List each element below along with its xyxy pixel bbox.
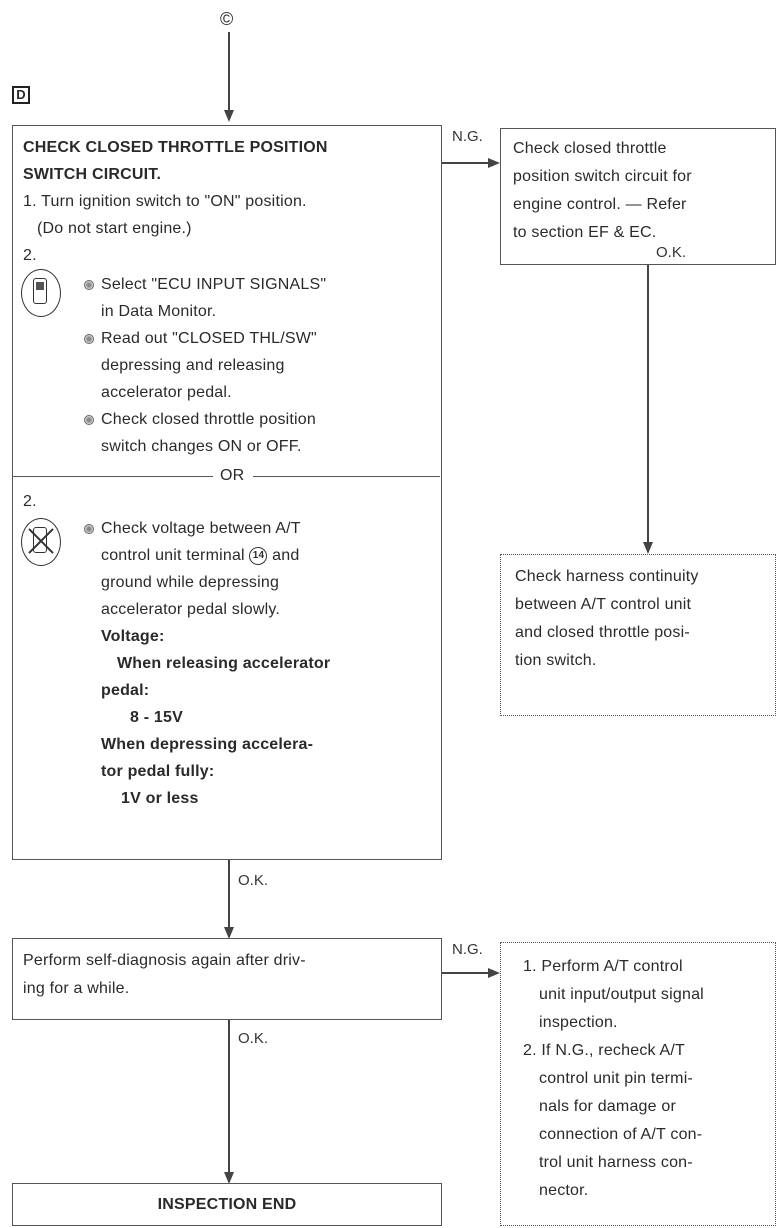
release-line2: pedal:	[101, 682, 150, 699]
section-label: D	[12, 86, 30, 104]
perform-line1: Perform self-diagnosis again after driv-	[23, 952, 306, 969]
ok-label-right: O.K.	[656, 244, 687, 261]
signal-inspection-box: 1. Perform A/T control unit input/output…	[500, 942, 776, 1226]
bullet-alt	[84, 524, 94, 534]
harness-line2: between A/T control unit	[515, 596, 692, 613]
release-line1: When releasing accelerator	[117, 655, 331, 672]
bullet3-line2: switch changes ON or OFF.	[101, 438, 302, 455]
depress-line2: tor pedal fully:	[101, 763, 215, 780]
harness-continuity-box: Check harness continuity between A/T con…	[500, 554, 776, 716]
perform-line2: ing for a while.	[23, 980, 130, 997]
alt-step-number: 2.	[23, 493, 37, 510]
alt-line3: ground while depressing	[101, 574, 280, 591]
arrow-down-icon	[224, 927, 234, 939]
refer-line1: Check closed throttle	[513, 140, 667, 157]
bullet2-line3: accelerator pedal.	[101, 384, 232, 401]
alt-line4: accelerator pedal slowly.	[101, 601, 281, 618]
alt-line2-and: and	[272, 547, 300, 564]
ok-line-right	[647, 265, 649, 545]
check-throttle-box: CHECK CLOSED THROTTLE POSITION SWITCH CI…	[12, 125, 442, 860]
depress-value: 1V or less	[121, 790, 199, 807]
alt-line1: Check voltage between A/T	[101, 520, 301, 537]
arrow-down-icon	[643, 542, 653, 554]
inspect-line4: 2. If N.G., recheck A/T	[523, 1042, 685, 1059]
inspect-line6: nals for damage or	[539, 1098, 677, 1115]
harness-line3: and closed throttle posi-	[515, 624, 690, 641]
refer-line3: engine control. — Refer	[513, 196, 687, 213]
or-label: OR	[220, 467, 245, 484]
bullet-3	[84, 415, 94, 425]
alt-line2-text: control unit terminal	[101, 547, 245, 564]
bullet1-line2: in Data Monitor.	[101, 303, 217, 320]
release-value: 8 - 15V	[130, 709, 183, 726]
step1-line1: 1. Turn ignition switch to "ON" position…	[23, 193, 307, 210]
arrow-right-icon	[488, 968, 500, 978]
inspect-line3: inspection.	[539, 1014, 618, 1031]
terminal-14-badge: 14	[249, 546, 268, 565]
depress-line1: When depressing accelera-	[101, 736, 314, 753]
alt-line2: control unit terminal 14 and	[101, 542, 299, 569]
or-divider-right	[253, 476, 440, 477]
check-title-1: CHECK CLOSED THROTTLE POSITION	[23, 139, 328, 156]
ok-line-mid	[228, 860, 230, 930]
arrow-down-icon	[224, 110, 234, 122]
inspect-line1: 1. Perform A/T control	[523, 958, 683, 975]
ng-label-2: N.G.	[452, 941, 483, 958]
inspection-end-box: INSPECTION END	[12, 1183, 442, 1226]
inspect-line7: connection of A/T con-	[539, 1126, 703, 1143]
bullet1-line1: Select "ECU INPUT SIGNALS"	[101, 276, 327, 293]
step2-number: 2.	[23, 247, 37, 264]
ng-line-1	[442, 162, 490, 164]
bullet3-line1: Check closed throttle position	[101, 411, 316, 428]
inspect-line9: nector.	[539, 1182, 589, 1199]
ng-line-2	[442, 972, 490, 974]
voltage-heading: Voltage:	[101, 628, 165, 645]
bullet-2	[84, 334, 94, 344]
harness-line1: Check harness continuity	[515, 568, 699, 585]
inspect-line5: control unit pin termi-	[539, 1070, 693, 1087]
inspection-end-label: INSPECTION END	[157, 1196, 297, 1213]
inspect-line8: trol unit harness con-	[539, 1154, 693, 1171]
no-tester-icon	[21, 518, 61, 566]
arrow-right-icon	[488, 158, 500, 168]
bullet2-line1: Read out "CLOSED THL/SW"	[101, 330, 317, 347]
ok-line-bottom	[228, 1020, 230, 1175]
connector-line	[228, 32, 230, 112]
ok-label-bottom: O.K.	[238, 1030, 269, 1047]
perform-diagnosis-box: Perform self-diagnosis again after driv-…	[12, 938, 442, 1020]
bullet-1	[84, 280, 94, 290]
harness-line4: tion switch.	[515, 652, 597, 669]
ng-label-1: N.G.	[452, 128, 483, 145]
inspect-line2: unit input/output signal	[539, 986, 704, 1003]
step1-line2: (Do not start engine.)	[37, 220, 192, 237]
arrow-down-icon	[224, 1172, 234, 1184]
ok-label-mid: O.K.	[238, 872, 269, 889]
check-title-2: SWITCH CIRCUIT.	[23, 166, 162, 183]
refer-section-box: Check closed throttle position switch ci…	[500, 128, 776, 265]
or-divider-left	[13, 476, 213, 477]
refer-line4: to section EF & EC.	[513, 224, 657, 241]
bullet2-line2: depressing and releasing	[101, 357, 285, 374]
refer-line2: position switch circuit for	[513, 168, 692, 185]
consult-tester-icon	[21, 269, 61, 317]
connector-c: ©	[220, 9, 234, 29]
